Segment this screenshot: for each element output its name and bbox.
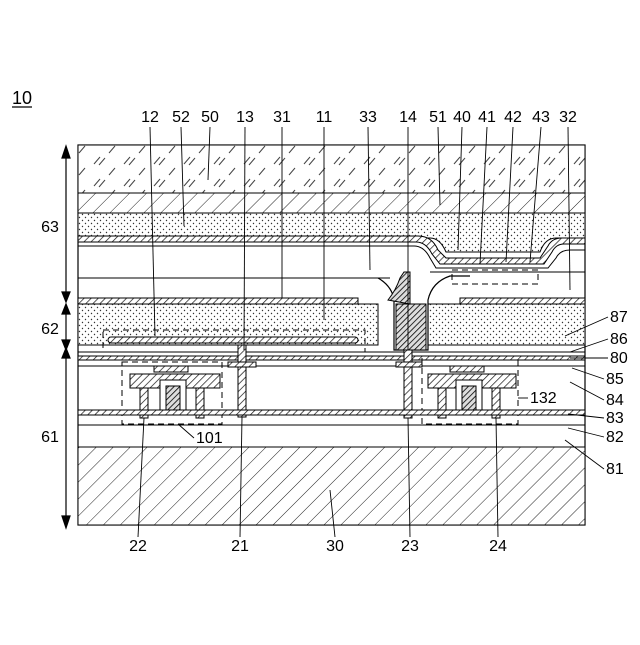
- label-82: 82: [606, 429, 624, 446]
- label-63: 63: [41, 219, 59, 236]
- tft-24-gate: [462, 386, 476, 410]
- tft-22-top: [154, 366, 188, 372]
- label-23: 23: [401, 538, 419, 555]
- tft-22-gate: [166, 386, 180, 410]
- electrode-31: [78, 298, 358, 304]
- label-12: 12: [141, 109, 159, 126]
- label-81: 81: [606, 461, 624, 478]
- label-13: 13: [236, 109, 254, 126]
- electrode-right: [460, 298, 585, 304]
- label-83: 83: [606, 410, 624, 427]
- label-30: 30: [326, 538, 344, 555]
- label-84: 84: [606, 392, 624, 409]
- right-labels: 87 86 80 85 8483 82 81: [606, 309, 628, 478]
- label-42: 42: [504, 109, 522, 126]
- label-22: 22: [129, 538, 147, 555]
- via-14: [396, 304, 426, 350]
- bottom-labels: 22 21 30 23 24: [129, 538, 507, 555]
- label-31: 31: [273, 109, 291, 126]
- label-51: 51: [429, 109, 447, 126]
- label-50: 50: [201, 109, 219, 126]
- label-61: 61: [41, 429, 59, 446]
- figure-label: 10: [12, 88, 32, 108]
- label-52: 52: [172, 109, 190, 126]
- layer-87: [428, 304, 585, 345]
- label-80: 80: [610, 350, 628, 367]
- substrate-30: [78, 447, 585, 525]
- label-62: 62: [41, 321, 59, 338]
- layer-83: [78, 410, 585, 415]
- via-21-cap: [228, 362, 256, 367]
- label-11: 11: [316, 109, 333, 126]
- top-labels: 12 52 50 13 31 11 33 14 51 40 41 42 43 32: [141, 109, 577, 126]
- tft-24-top: [450, 366, 484, 372]
- via-23-cap: [396, 362, 422, 367]
- via-21: [238, 345, 246, 417]
- electrode-12: [108, 337, 358, 343]
- dimension-arrows: [62, 146, 70, 528]
- label-132: 132: [530, 390, 557, 407]
- layer-80: [78, 356, 585, 360]
- label-86: 86: [610, 331, 628, 348]
- layer-50-glass: [78, 145, 585, 193]
- label-40: 40: [453, 109, 471, 126]
- label-101: 101: [196, 430, 223, 447]
- via-23: [404, 350, 412, 418]
- label-24: 24: [489, 538, 507, 555]
- label-32: 32: [559, 109, 577, 126]
- label-41: 41: [478, 109, 496, 126]
- label-21: 21: [231, 538, 249, 555]
- label-85: 85: [606, 371, 624, 388]
- left-labels: 63 62 61: [41, 219, 59, 446]
- label-33: 33: [359, 109, 377, 126]
- label-14: 14: [399, 109, 417, 126]
- label-43: 43: [532, 109, 550, 126]
- label-87: 87: [610, 309, 628, 326]
